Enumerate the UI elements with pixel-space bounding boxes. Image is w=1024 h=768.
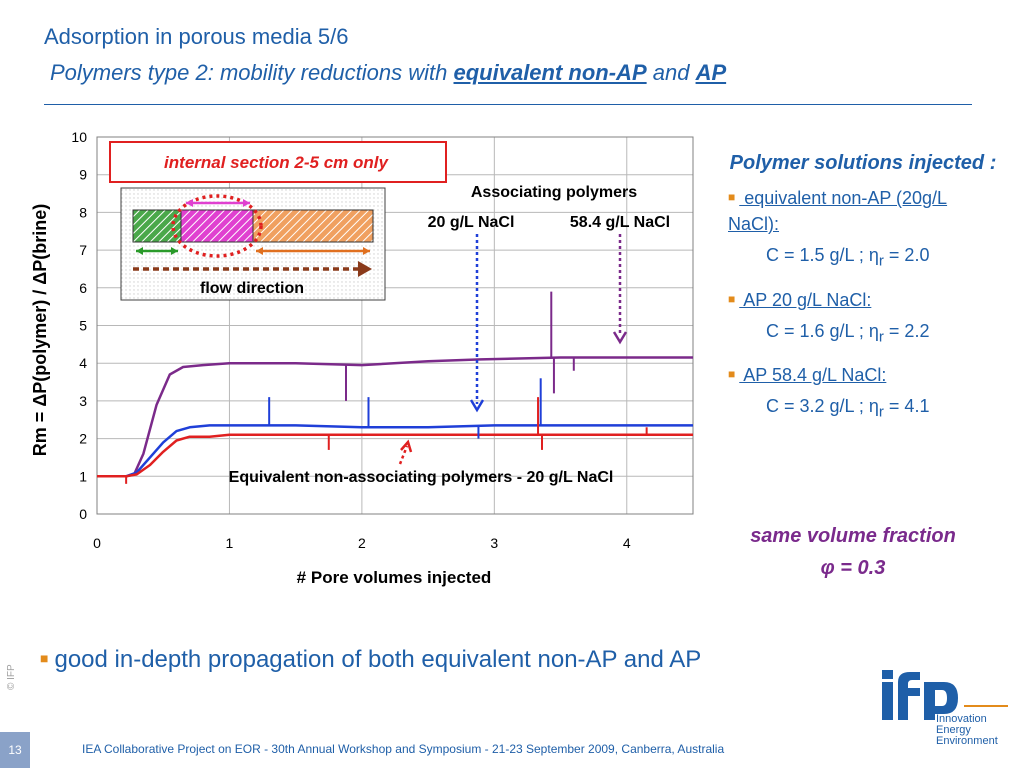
x-tick-label: 4 — [623, 535, 631, 551]
phi-value: φ = 0.3 — [820, 557, 886, 579]
series-line-ap58 — [97, 356, 693, 478]
concentration-text: C = 1.6 g/L ; — [766, 320, 869, 341]
y-tick-label: 7 — [79, 242, 87, 258]
internal-section-box — [109, 141, 447, 183]
logo-f — [898, 672, 920, 720]
eta-value: = 4.1 — [883, 396, 930, 417]
panel-item-label: equivalent non-AP (20g/L NaCl): — [728, 188, 948, 234]
eta-value: = 2.2 — [883, 320, 930, 341]
x-tick-label: 0 — [93, 535, 101, 551]
subtitle-and: and — [646, 60, 696, 85]
concentration-text: C = 3.2 g/L ; — [766, 396, 869, 417]
y-tick-label: 0 — [79, 506, 87, 522]
logo-word-energy: Energy — [936, 724, 971, 736]
y-tick-label: 6 — [79, 280, 87, 296]
internal-span-arrowhead-right — [243, 199, 250, 207]
flow-direction-label: flow direction — [200, 280, 304, 297]
x-tick-label: 2 — [358, 535, 366, 551]
internal-span-arrowhead-left — [186, 199, 193, 207]
eta-sub: r — [878, 252, 884, 270]
eta-sub: r — [878, 328, 884, 346]
subtitle-ap: AP — [695, 60, 727, 85]
panel-item-nonap: ■ equivalent non-AP (20g/L NaCl): — [728, 184, 998, 237]
panel-item-ap58: ■ AP 58.4 g/L NaCl: — [728, 361, 998, 388]
y-tick-label: 3 — [79, 393, 87, 409]
internal-section-label: internal section 2-5 cm only — [164, 153, 389, 172]
page-number: 13 — [0, 732, 30, 768]
y-tick-label: 4 — [79, 355, 87, 371]
core-section-outlet — [252, 209, 374, 243]
concentration-text: C = 1.5 g/L ; — [766, 245, 869, 265]
panel-item-label: AP 20 g/L NaCl: — [739, 289, 872, 310]
plot-frame — [96, 136, 694, 515]
series-line-ap20 — [97, 424, 693, 478]
outlet-arrowhead-left — [256, 247, 263, 255]
page-title: Adsorption in porous media 5/6 — [44, 24, 349, 49]
same-volume-text: same volume fraction — [750, 525, 956, 547]
ap58-pointer-head — [612, 331, 628, 345]
y-tick-label: 9 — [79, 167, 87, 183]
y-axis-label: Rm = ΔP(polymer) / ΔP(brine) — [30, 204, 50, 456]
series-line-nonap — [97, 433, 693, 478]
panel-item-value: C = 3.2 g/L ; ηr = 4.1 — [766, 396, 930, 421]
assoc-title: Associating polymers — [471, 184, 637, 201]
eta-value: = 2.0 — [883, 245, 930, 265]
subtitle-prefix: Polymers type 2: mobility reductions wit… — [50, 60, 454, 85]
panel-item-value: C = 1.5 g/L ; ηr = 2.0 — [766, 245, 930, 270]
y-tick-label: 5 — [79, 318, 87, 334]
x-axis-ticks: 0 1 2 3 4 — [93, 535, 631, 551]
core-schematic — [120, 187, 386, 301]
x-axis-label: # Pore volumes injected — [297, 568, 492, 587]
panel-item-label: AP 58.4 g/L NaCl: — [739, 365, 887, 386]
inlet-arrowhead-right — [171, 247, 178, 255]
assoc-label-20: 20 g/L NaCl — [428, 214, 515, 231]
panel-item-ap20: ■ AP 20 g/L NaCl: — [728, 286, 998, 313]
bullet-square-icon: ■ — [40, 650, 49, 666]
y-tick-label: 1 — [79, 468, 87, 484]
rm-chart: 0 1 2 3 4 5 6 7 8 9 10 0 1 2 3 4 # Pore volumes inject… — [30, 129, 694, 587]
core-section-internal — [180, 209, 254, 243]
logo-i-dot — [882, 670, 893, 679]
panel-item-value: C = 1.6 g/L ; ηr = 2.2 — [766, 320, 930, 346]
y-axis-ticks: 0 1 2 3 4 5 6 7 8 9 10 — [71, 129, 87, 522]
assoc-label-58: 58.4 g/L NaCl — [570, 214, 670, 231]
conclusion-text: good in-depth propagation of both equiva… — [54, 646, 702, 673]
core-section-inlet — [132, 209, 182, 243]
series-group — [97, 291, 693, 484]
conclusion-bullet: ■ good in-depth propagation of both equiv… — [40, 646, 701, 674]
ap20-pointer-head — [469, 399, 485, 413]
bullet-square-icon: ■ — [728, 291, 736, 306]
footer-text: IEA Collaborative Project on EOR - 30th … — [82, 742, 725, 756]
x-tick-label: 1 — [226, 535, 234, 551]
ifp-logo-icon: Innovation Energy Environment — [882, 670, 1008, 747]
page-subtitle: Polymers type 2: mobility reductions wit… — [50, 60, 726, 86]
copyright-text: © IFP — [6, 664, 17, 690]
subtitle-nonap: equivalent non-AP — [453, 60, 647, 85]
y-tick-label: 2 — [79, 431, 87, 447]
bullet-square-icon: ■ — [728, 190, 736, 204]
panel-heading: Polymer solutions injected : — [729, 152, 997, 174]
nonap-label: Equivalent non-associating polymers - 20… — [229, 469, 614, 486]
y-tick-label: 8 — [79, 204, 87, 220]
bullet-square-icon: ■ — [728, 367, 736, 382]
inlet-arrowhead-left — [136, 247, 143, 255]
logo-word-innovation: Innovation — [936, 713, 987, 725]
logo-word-environment: Environment — [936, 735, 998, 747]
logo-p — [924, 682, 958, 720]
outlet-arrowhead-right — [363, 247, 370, 255]
eta-sub: r — [878, 403, 884, 421]
nonap-pointer-head — [400, 439, 413, 453]
internal-section-highlight — [171, 194, 263, 258]
solutions-panel: Polymer solutions injected : ■ equivalen… — [728, 148, 998, 431]
title-divider — [44, 104, 972, 105]
y-tick-label: 10 — [71, 129, 87, 145]
logo-i-stem — [882, 682, 893, 720]
flow-arrowhead — [358, 261, 372, 277]
x-tick-label: 3 — [490, 535, 498, 551]
same-volume-note: same volume fraction φ = 0.3 — [735, 520, 971, 584]
